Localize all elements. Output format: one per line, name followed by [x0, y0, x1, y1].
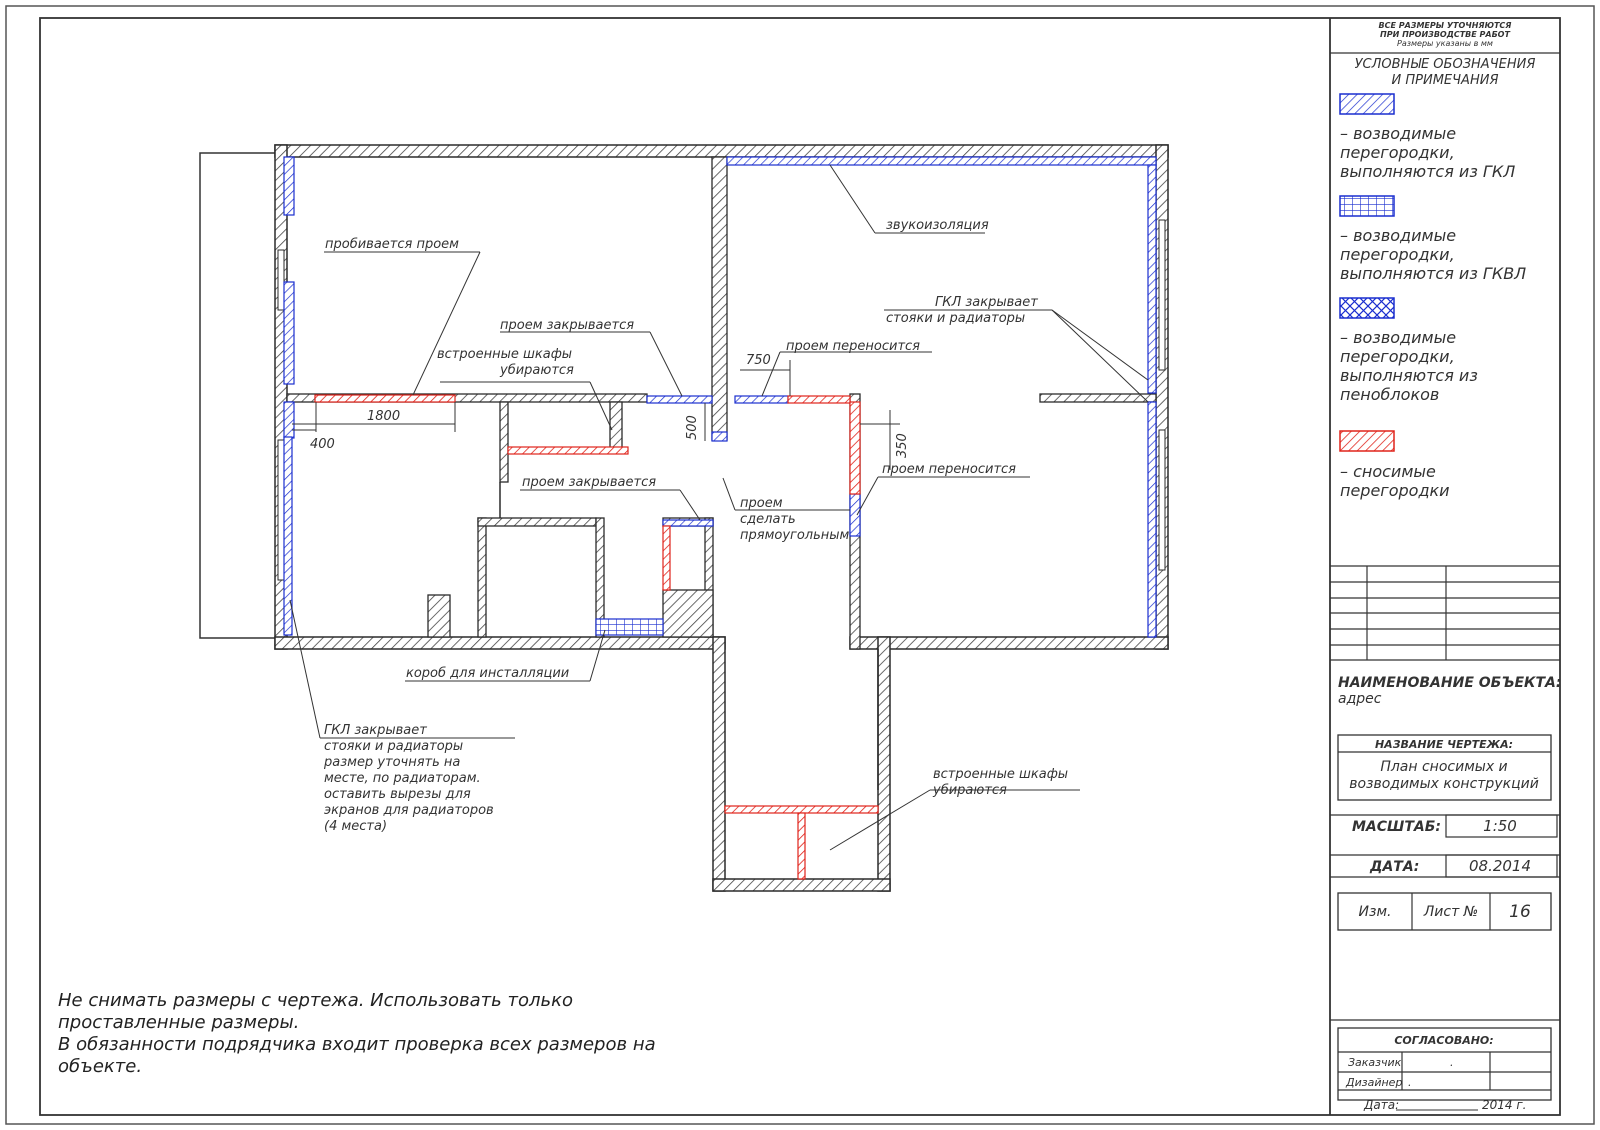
label-opening-closed-1: проем закрывается [500, 318, 634, 333]
label-make-rectangular-a: проем [740, 496, 783, 511]
approved-label: СОГЛАСОВАНО: [1394, 1034, 1493, 1047]
legend-gkl-2: перегородки, [1340, 143, 1455, 162]
general-note-line-3: В обязанности подрядчика входит проверка… [58, 1034, 656, 1055]
object-value: адрес [1338, 691, 1382, 707]
legend-gkvl-3: выполняются из ГКВЛ [1340, 264, 1526, 283]
legend-foam-2: перегородки, [1340, 347, 1455, 366]
legend-foam-3: выполняются из [1340, 366, 1478, 385]
date-sign-value: 2014 г. [1482, 1098, 1526, 1112]
date-label: ДАТА: [1369, 859, 1419, 875]
label-gkl-covers-left-7: (4 места) [324, 819, 387, 834]
drawing-name-box [1337, 734, 1552, 801]
label-gkl-covers-left-4: месте, по радиаторам. [324, 771, 481, 786]
floor-plan: пробивается проем звукоизоляция проем за… [199, 144, 1169, 892]
title-block: ВСЕ РАЗМЕРЫ УТОЧНЯЮТСЯ ПРИ ПРОИЗВОДСТВЕ … [1329, 18, 1561, 1115]
legend-demolish-1: – сносимые [1340, 462, 1436, 481]
general-note: Не снимать размеры с чертежа. Использова… [58, 990, 656, 1078]
label-make-rectangular-b: сделать [740, 512, 796, 527]
drawing-value-1: План сносимых и [1380, 759, 1507, 775]
sheet-label: Лист № [1423, 904, 1479, 920]
label-gkl-covers-left-5: оставить вырезы для [324, 787, 471, 802]
label-opening-closed-2: проем закрывается [522, 475, 656, 490]
dimension-texts: 1800 400 750 500 350 [310, 353, 910, 458]
outer-frame [5, 5, 1595, 1125]
scale-label: МАСШТАБ: [1352, 819, 1441, 835]
label-make-rectangular-c: прямоугольным [740, 528, 850, 543]
legend-demolish-2: перегородки [1340, 481, 1450, 500]
legend-gkl-3: выполняются из ГКЛ [1340, 162, 1515, 181]
client-dot: . [1450, 1056, 1454, 1069]
designer-label: Дизайнер [1345, 1076, 1402, 1089]
leader-lines [289, 164, 1149, 851]
label-soundproofing: звукоизоляция [886, 218, 989, 233]
demolished-partitions [314, 394, 879, 880]
windows [277, 219, 1166, 581]
rev-label: Изм. [1359, 904, 1392, 920]
label-gkl-covers-right-a: ГКЛ закрывает [935, 295, 1038, 310]
legend-gkl-1: – возводимые [1340, 124, 1456, 143]
dim-1800: 1800 [367, 409, 400, 424]
label-gkl-covers-left-1: ГКЛ закрывает [324, 723, 427, 738]
label-gkl-covers-right-b: стояки и радиаторы [886, 311, 1025, 326]
sheet-value: 16 [1509, 902, 1531, 922]
label-builtin-removed-2a: встроенные шкафы [933, 767, 1068, 782]
object-label: НАИМЕНОВАНИЕ ОБЪЕКТА: [1338, 675, 1561, 691]
scale-value: 1:50 [1483, 817, 1517, 835]
drawing-value-2: возводимых конструкций [1349, 776, 1539, 792]
legend-swatch-gkl [1339, 93, 1395, 115]
label-opening-moved-1: проем переносится [786, 339, 920, 354]
inner-walls [286, 156, 1157, 650]
legend-swatch-demolish [1339, 430, 1395, 452]
dim-750: 750 [746, 353, 771, 368]
legend-foam-4: пеноблоков [1340, 385, 1439, 404]
label-gkl-covers-left-6: экранов для радиаторов [324, 803, 494, 818]
label-gkl-covers-left-3: размер уточнять на [323, 755, 460, 770]
designer-dot: . [1408, 1076, 1412, 1089]
dim-400: 400 [310, 437, 335, 452]
legend-swatch-gkvl [1339, 195, 1395, 217]
legend-swatch-foam [1339, 297, 1395, 319]
revision-grid [1330, 565, 1560, 661]
legend-gkvl-2: перегородки, [1340, 245, 1455, 264]
thin-partitions [499, 482, 879, 790]
general-note-line-1: Не снимать размеры с чертежа. Использова… [58, 990, 573, 1011]
sheet-box [1337, 892, 1552, 931]
new-partitions-gkvl [595, 618, 664, 636]
drawing-label: НАЗВАНИЕ ЧЕРТЕЖА: [1375, 738, 1513, 751]
scale-value-box [1445, 814, 1558, 838]
general-note-line-2: проставленные размеры. [58, 1012, 300, 1033]
label-builtin-removed-1a: встроенные шкафы [437, 347, 572, 362]
dim-500: 500 [685, 415, 700, 440]
dimension-lines [292, 360, 900, 470]
approval-box [1337, 1027, 1552, 1101]
client-label: Заказчик [1348, 1056, 1402, 1069]
legend-title-2: И ПРИМЕЧАНИЯ [1392, 73, 1499, 88]
stamp-header-2: ПРИ ПРОИЗВОДСТВЕ РАБОТ [1380, 30, 1510, 39]
annotation-texts: пробивается проем звукоизоляция проем за… [323, 218, 1068, 834]
dim-350: 350 [895, 433, 910, 458]
date-sign-label: Дата: [1363, 1098, 1399, 1112]
new-partitions-gkl [283, 156, 1157, 638]
label-opening-moved-2: проем переносится [882, 462, 1016, 477]
label-builtin-removed-2b: убираются [932, 783, 1007, 798]
stamp-header-1: ВСЕ РАЗМЕРЫ УТОЧНЯЮТСЯ [1379, 21, 1512, 30]
balcony [199, 152, 278, 639]
legend-title-1: УСЛОВНЫЕ ОБОЗНАЧЕНИЯ [1355, 57, 1536, 72]
label-builtin-removed-1b: убираются [499, 363, 574, 378]
label-make-opening: пробивается проем [325, 237, 459, 252]
label-install-box: короб для инсталляции [406, 666, 569, 681]
legend-foam-1: – возводимые [1340, 328, 1456, 347]
date-value: 08.2014 [1469, 857, 1531, 875]
stamp-header-3: Размеры указаны в мм [1397, 39, 1493, 48]
general-note-line-4: объекте. [58, 1056, 143, 1077]
legend-gkvl-1: – возводимые [1340, 226, 1456, 245]
label-gkl-covers-left-2: стояки и радиаторы [324, 739, 463, 754]
